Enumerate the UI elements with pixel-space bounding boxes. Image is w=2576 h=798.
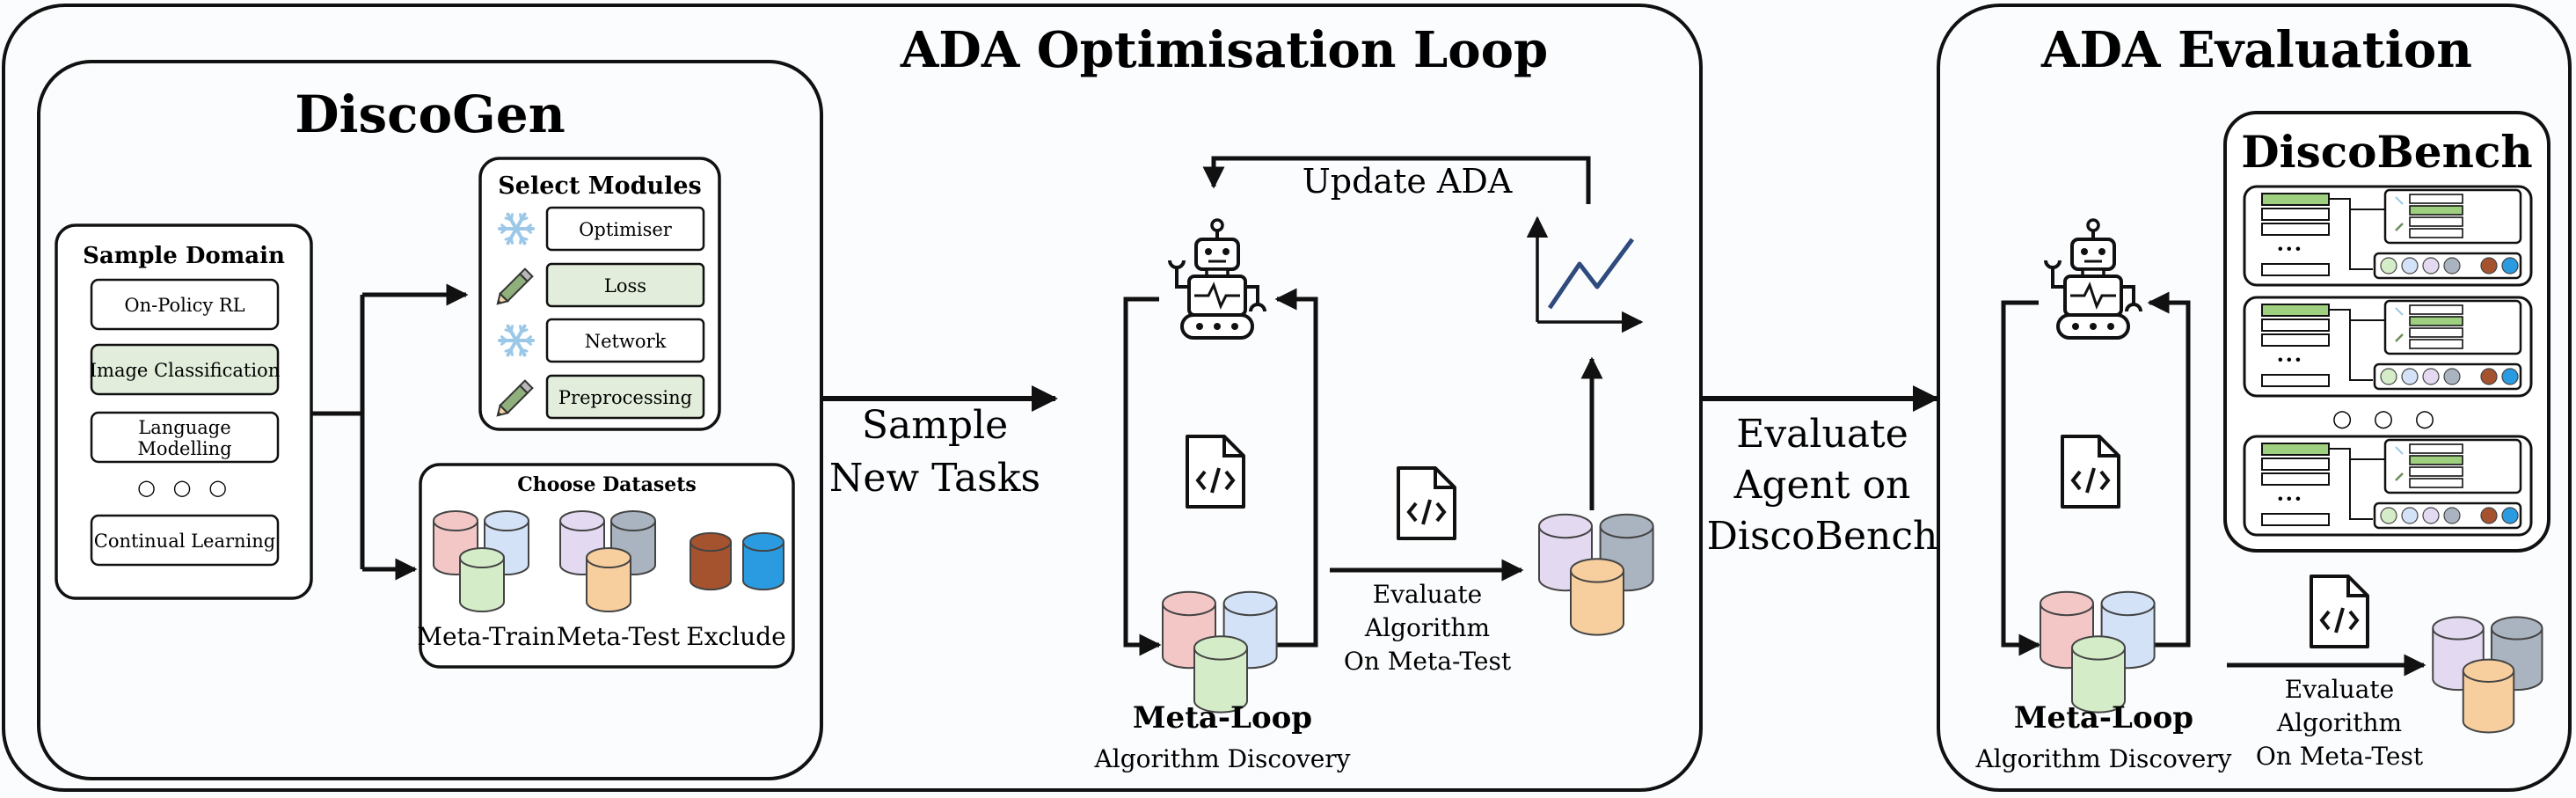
domain-list: On-Policy RL Image ClassificationLanguage…	[90, 278, 280, 567]
domain-item[interactable]	[90, 343, 280, 396]
discobench-ellipsis: ○ ○ ○	[2332, 406, 2442, 432]
discogen-panel	[37, 60, 823, 780]
robot-icon	[1168, 218, 1266, 340]
discogen-title: DiscoGen	[295, 84, 566, 144]
domain-item-label: On-Policy RL	[124, 295, 244, 316]
domain-item-label: Image Classification	[90, 360, 280, 381]
eval-meta-loop-subtitle: Algorithm Discovery	[1975, 744, 2232, 773]
dataset-cylinder	[2071, 635, 2126, 714]
meta-loop-right-arrow	[1274, 288, 1318, 648]
optimisation-loop-panel	[2, 4, 1703, 792]
performance-chart-icon	[1526, 216, 1644, 333]
dataset-cylinder	[586, 547, 631, 612]
benchmark-task-cards: • • • • • • • • •	[2243, 185, 2533, 537]
dataset-cylinder	[2462, 658, 2515, 734]
sample-domain-title: Sample Domain	[83, 243, 285, 269]
eval-meta-test-datasets	[2432, 616, 2543, 734]
robot-icon	[2044, 218, 2142, 340]
module-item-label: Preprocessing	[558, 387, 692, 408]
domain-item-label: Continual Learning	[94, 531, 276, 552]
domain-item[interactable]	[90, 411, 280, 464]
dataset-cylinder	[1193, 635, 1248, 714]
dataset-cylinder	[459, 547, 505, 612]
discobench-title: DiscoBench	[2241, 126, 2533, 178]
update-ada-label: Update ADA	[1303, 162, 1513, 201]
module-item[interactable]	[545, 318, 705, 363]
code-file-icon	[2310, 575, 2369, 648]
eval-meta-loop-left-arrow	[2001, 300, 2041, 656]
module-item[interactable]	[545, 374, 705, 420]
code-file-icon	[2061, 435, 2120, 509]
module-item[interactable]	[545, 262, 705, 308]
module-item-label: Network	[585, 331, 667, 352]
module-item-label: Loss	[604, 275, 646, 297]
benchmark-card: • • •	[2243, 435, 2533, 537]
domain-item[interactable]	[90, 514, 280, 567]
code-file-icon	[1186, 435, 1245, 509]
dataset-group-meta-train: Meta-Train	[417, 622, 555, 651]
meta-loop-subtitle: Algorithm Discovery	[1094, 744, 1351, 773]
dataset-group-meta-test: Meta-Test	[557, 622, 681, 651]
module-item-label: Optimiser	[579, 219, 673, 240]
domain-item[interactable]	[90, 278, 280, 331]
svg-text:• • •: • • •	[2278, 353, 2301, 368]
code-file-icon	[1397, 466, 1456, 540]
snowflake-icon	[498, 324, 535, 357]
domain-ellipsis: ○ ○ ○	[137, 475, 232, 500]
dataset-cylinder	[742, 531, 784, 591]
eval-meta-train-datasets	[2040, 590, 2156, 714]
meta-train-datasets	[1162, 590, 1278, 714]
pencil-icon	[496, 267, 534, 305]
meta-loop-title: Meta-Loop	[1133, 700, 1312, 736]
eval-meta-loop-right-arrow	[2146, 291, 2191, 648]
choose-datasets-title: Choose Datasets	[517, 473, 697, 496]
pencil-icon	[496, 379, 534, 417]
select-modules-title: Select Modules	[498, 172, 701, 200]
benchmark-card: • • •	[2243, 296, 2533, 398]
dataset-cylinder	[690, 531, 732, 591]
module-item[interactable]	[545, 206, 705, 252]
meta-test-datasets	[1538, 513, 1654, 636]
svg-text:• • •: • • •	[2278, 242, 2301, 257]
dataset-cylinders	[433, 510, 784, 612]
dataset-cylinder	[1570, 558, 1624, 636]
snowflake-icon	[498, 212, 535, 245]
eval-meta-loop-title: Meta-Loop	[2014, 700, 2193, 736]
svg-text:• • •: • • •	[2278, 492, 2301, 507]
meta-loop-left-arrow	[1123, 297, 1162, 656]
optimisation-loop-title: ADA Optimisation Loop	[900, 21, 1548, 79]
evaluation-title: ADA Evaluation	[2040, 21, 2472, 79]
benchmark-card: • • •	[2243, 185, 2533, 287]
update-ada-arrow	[1202, 156, 1591, 204]
dataset-group-exclude: Exclude	[686, 622, 785, 651]
